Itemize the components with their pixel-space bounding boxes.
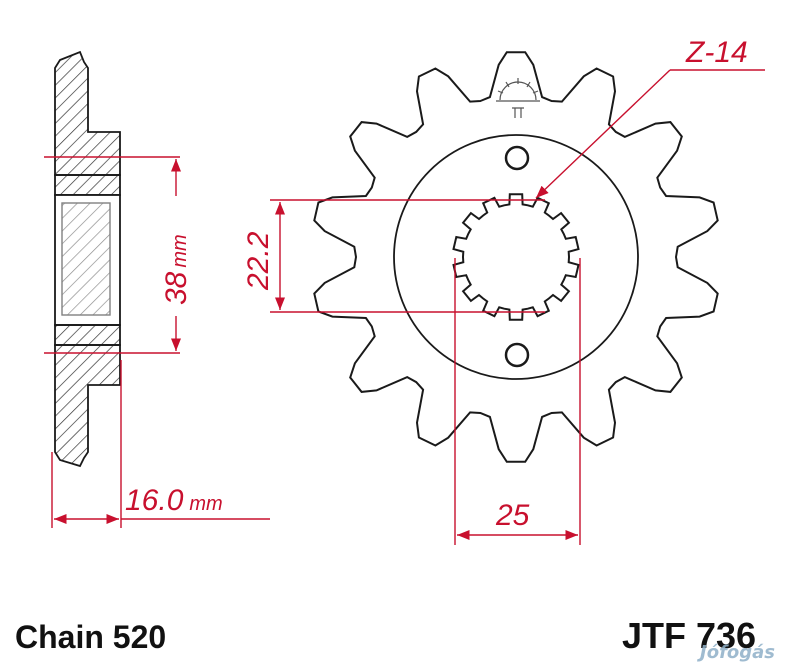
side-bore-value: 38 [160, 271, 193, 305]
side-view-bore-inner [61, 202, 111, 316]
width-value: 16.0 [125, 484, 184, 517]
spline-bore [452, 193, 580, 321]
teeth-leader-line [535, 69, 671, 199]
side-view-upper-section [54, 50, 121, 176]
side-view-hub-band-top [54, 174, 121, 196]
chain-label: Chain 520 [15, 619, 166, 655]
side-bore-unit: mm [169, 234, 191, 267]
side-bore-label: 38 mm [160, 234, 193, 305]
bolt-hole-top [504, 145, 530, 171]
manufacturer-logo-icon [496, 78, 540, 118]
watermark-logo: Jófogás [697, 642, 775, 663]
sprocket-hub-circle [393, 134, 639, 380]
bolt-hole-bottom [504, 342, 530, 368]
teeth-label: Z-14 [685, 36, 748, 69]
part-number: JTF 736 [622, 615, 756, 656]
front-view: 22.2 25 Z-14 [242, 36, 765, 545]
side-view-lower-section [54, 344, 121, 468]
side-view-hub-band-bottom [54, 324, 121, 346]
spline-label: 22.2 [242, 231, 275, 291]
width-unit: mm [189, 493, 222, 515]
spline-outer-label: 25 [495, 499, 530, 532]
